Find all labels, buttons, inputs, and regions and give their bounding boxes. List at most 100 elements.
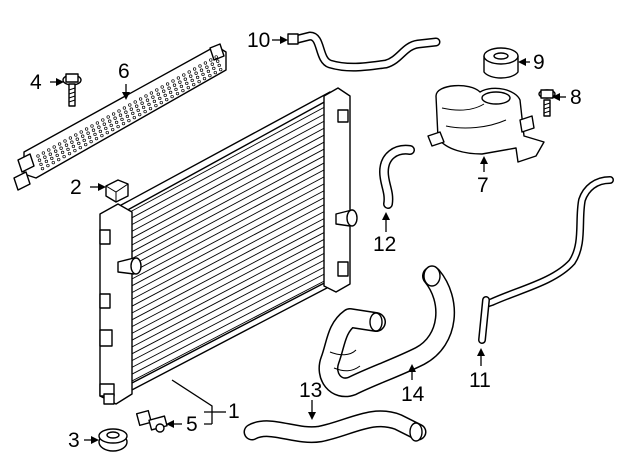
deflector-hole xyxy=(74,133,78,137)
deflector-hole xyxy=(172,83,177,87)
deflector-hole xyxy=(181,88,185,93)
deflector-hole xyxy=(94,136,99,141)
deflector-hole xyxy=(106,115,110,119)
deflector-hole xyxy=(117,109,121,113)
deflector-hole xyxy=(60,150,65,155)
deflector-hole xyxy=(171,79,175,83)
callout-5: 5 xyxy=(186,413,198,436)
deflector-hole xyxy=(109,123,113,128)
radiator-fin-line xyxy=(129,240,335,349)
deflector-hole xyxy=(68,136,73,140)
deflector-hole xyxy=(40,166,45,171)
radiator-fin-line xyxy=(129,129,335,240)
deflector-hole xyxy=(120,117,124,122)
radiator-fin-line xyxy=(129,150,335,260)
deflector-hole xyxy=(219,67,223,72)
leader-lines xyxy=(50,36,566,444)
deflector-hole xyxy=(168,90,173,95)
part-9-cap xyxy=(483,47,519,79)
deflector-hole xyxy=(111,127,115,132)
deflector-hole xyxy=(195,75,200,80)
deflector-hole xyxy=(155,88,159,92)
deflector-hole xyxy=(186,85,190,90)
deflector-hole xyxy=(116,124,120,129)
radiator-fin-line xyxy=(129,101,335,213)
deflector-hole xyxy=(124,110,128,114)
deflector-hole xyxy=(73,148,77,153)
deflector-hole xyxy=(154,103,158,108)
deflector-hole xyxy=(208,73,212,78)
deflector-hole xyxy=(210,62,214,66)
radiator-fin-line xyxy=(129,261,335,369)
deflector-hole xyxy=(122,106,127,110)
deflector-hole xyxy=(43,155,47,159)
deflector-hole xyxy=(78,145,82,150)
radiator-fin-line xyxy=(129,275,335,383)
deflector-hole xyxy=(54,149,58,153)
deflector-hole xyxy=(197,79,201,84)
deflector-hole xyxy=(59,146,63,150)
deflector-hole xyxy=(190,78,194,83)
deflector-hole xyxy=(170,94,174,99)
deflector-hole xyxy=(176,76,181,80)
deflector-hole xyxy=(105,130,109,135)
deflector-hole xyxy=(216,59,220,63)
deflector-hole xyxy=(84,127,89,131)
deflector-hole xyxy=(131,111,135,116)
deflector-hole xyxy=(36,154,40,158)
radiator-fin-line xyxy=(129,171,335,281)
deflector-hole xyxy=(47,148,51,152)
deflector-hole xyxy=(114,120,119,125)
part-2-clip xyxy=(105,179,129,203)
deflector-hole xyxy=(127,118,131,123)
deflector-hole xyxy=(202,76,207,81)
callout-2: 2 xyxy=(70,176,82,199)
deflector-hole xyxy=(44,159,49,164)
callout-11: 11 xyxy=(469,369,491,392)
part-7-reservoir xyxy=(427,85,545,163)
part-12-hose xyxy=(379,144,415,209)
deflector-hole xyxy=(160,85,164,89)
part-6-air-deflector xyxy=(13,43,227,191)
deflector-hole xyxy=(135,104,139,108)
radiator-fin-line xyxy=(129,268,335,376)
part-5-drain-plug xyxy=(135,409,168,433)
part-1-radiator xyxy=(99,87,358,405)
deflector-hole xyxy=(128,103,132,107)
deflector-hole xyxy=(102,122,106,126)
radiator-fin-line xyxy=(129,199,335,308)
radiator-fin-line xyxy=(129,136,335,247)
radiator-fin-line xyxy=(129,206,335,315)
deflector-hole xyxy=(86,131,90,135)
radiator-fin-line xyxy=(129,213,335,322)
deflector-hole xyxy=(178,80,182,84)
deflector-hole xyxy=(63,139,67,143)
deflector-hole xyxy=(203,61,208,65)
deflector-hole xyxy=(75,137,79,141)
deflector-hole xyxy=(156,92,160,96)
deflector-hole xyxy=(192,82,196,87)
deflector-hole xyxy=(138,97,143,101)
deflector-hole xyxy=(79,130,83,134)
radiator-fin-line xyxy=(129,143,335,254)
deflector-hole xyxy=(133,100,137,104)
radiator-fin-line xyxy=(129,178,335,288)
deflector-hole xyxy=(87,135,92,140)
part-11-hose xyxy=(478,176,614,344)
deflector-hole xyxy=(41,151,46,155)
deflector-hole xyxy=(209,58,213,62)
radiator-fin-line xyxy=(129,185,335,294)
deflector-hole xyxy=(185,81,189,86)
callout-12: 12 xyxy=(373,233,397,256)
deflector-hole xyxy=(111,112,116,116)
deflector-hole xyxy=(159,100,163,105)
deflector-hole xyxy=(143,109,147,114)
deflector-hole xyxy=(39,162,43,167)
deflector-hole xyxy=(95,121,100,125)
deflector-hole xyxy=(46,163,50,168)
deflector-hole xyxy=(108,119,112,123)
deflector-hole xyxy=(93,132,97,137)
deflector-hole xyxy=(174,87,178,92)
part-3-insulator xyxy=(98,428,128,452)
